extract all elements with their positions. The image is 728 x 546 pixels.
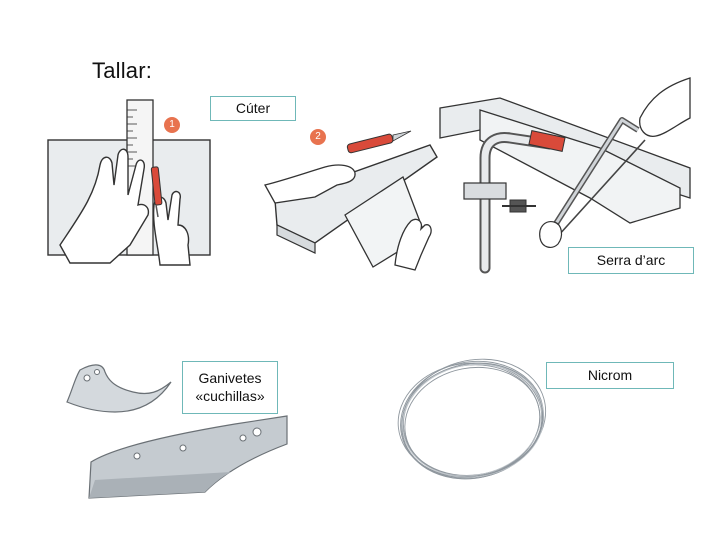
label-ganivetes: Ganivetes «cuchillas» <box>182 361 278 414</box>
blades-illustration <box>66 364 288 499</box>
step-badge-2: 2 <box>310 129 326 145</box>
slide-title: Tallar: <box>92 58 153 83</box>
label-cuter: Cúter <box>210 96 296 121</box>
label-serra-darc: Serra d’arc <box>568 247 694 274</box>
label-nicrom: Nicrom <box>546 362 674 389</box>
label-ganivetes-line2: «cuchillas» <box>195 388 265 404</box>
hacksaw-illustration <box>439 77 691 274</box>
label-ganivetes-line1: Ganivetes <box>198 370 262 386</box>
step-badge-1: 1 <box>164 117 180 133</box>
nichrome-coil-illustration <box>397 358 547 480</box>
cutter-fold-illustration <box>264 130 438 271</box>
cutter-ruler-illustration <box>47 99 211 266</box>
